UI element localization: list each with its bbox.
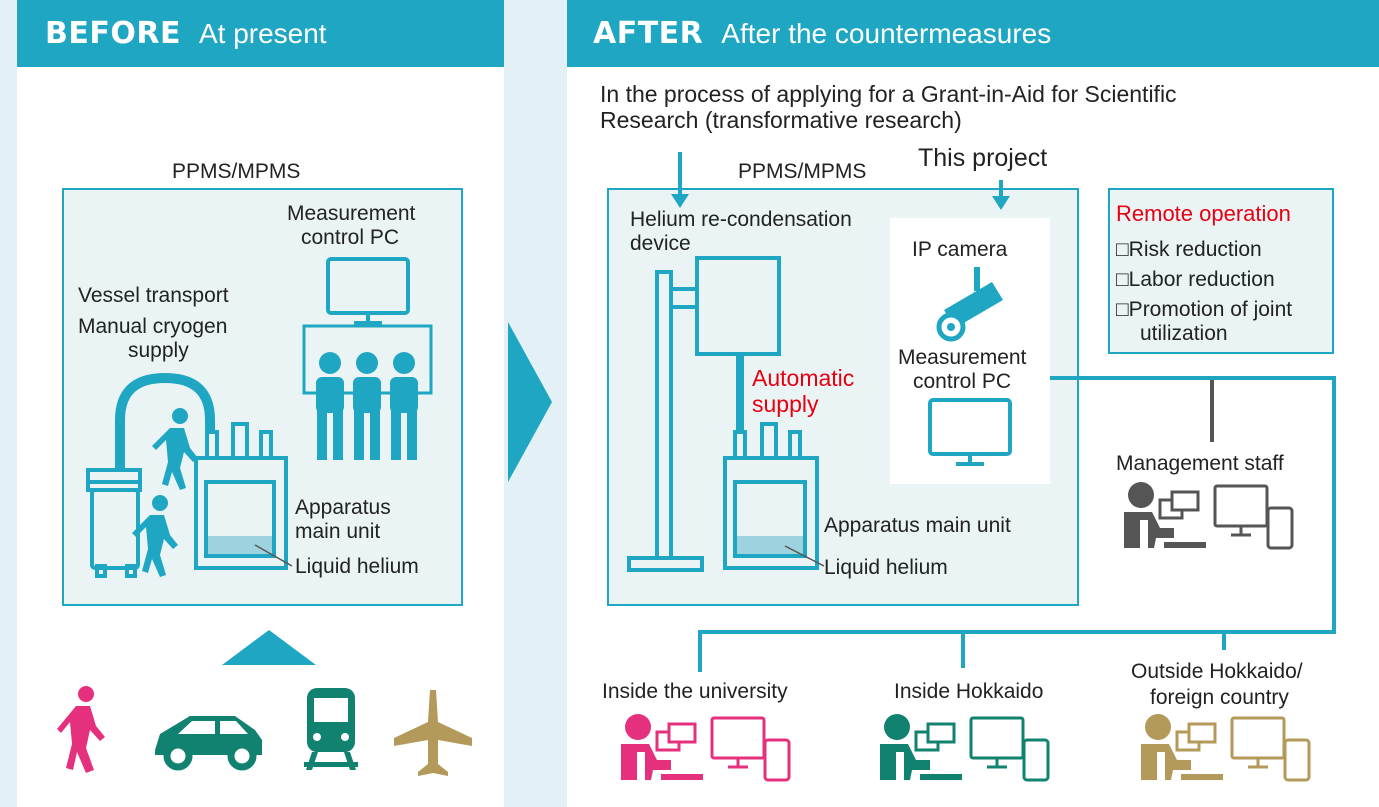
camera-pc-area xyxy=(890,218,1050,484)
remote-item-4: utilization xyxy=(1140,322,1228,345)
after-label: AFTER xyxy=(593,16,704,51)
walking-staff-icon xyxy=(132,408,198,577)
remote-operation-box xyxy=(1108,188,1334,354)
car-icon xyxy=(155,716,262,771)
cryogen-vessel-icon xyxy=(86,372,215,578)
before-helium-level xyxy=(208,536,272,554)
before-helium-label: Liquid helium xyxy=(295,555,419,578)
ip-camera-icon xyxy=(936,267,1003,342)
after-system-title: PPMS/MPMS xyxy=(738,160,867,183)
location-foreign-label-2: foreign country xyxy=(1150,686,1289,709)
recondensation-label-2: device xyxy=(630,232,691,255)
after-apparatus-icon xyxy=(723,422,819,570)
management-label: Management staff xyxy=(1116,452,1284,475)
location-university-label: Inside the university xyxy=(602,680,788,703)
management-workstation-icon xyxy=(1124,482,1294,550)
train-icon xyxy=(304,688,358,770)
transition-arrow xyxy=(508,322,552,482)
remote-item-3: □Promotion of joint xyxy=(1116,298,1293,321)
walking-person-icon xyxy=(57,686,105,773)
before-system-title: PPMS/MPMS xyxy=(172,160,301,183)
before-apparatus-icon xyxy=(194,422,288,570)
transport-label-2: Manual cryogen xyxy=(78,315,228,338)
before-label: BEFORE xyxy=(45,16,181,51)
network-lines xyxy=(698,376,1336,672)
transport-label-3: supply xyxy=(128,339,189,362)
after-pc-label-2: control PC xyxy=(913,370,1012,393)
remote-item-1: □Risk reduction xyxy=(1116,238,1262,261)
location-foreign-label-1: Outside Hokkaido/ xyxy=(1131,660,1303,683)
before-monitor-icon xyxy=(326,257,410,325)
staff-group-icon xyxy=(302,324,433,460)
grant-text-1: In the process of applying for a Grant-i… xyxy=(600,81,1177,107)
grant-arrow xyxy=(671,152,689,208)
airplane-icon xyxy=(394,690,472,776)
foreign-workstation-icon xyxy=(1141,714,1311,782)
project-arrow xyxy=(992,180,1010,210)
before-apparatus-label-2: main unit xyxy=(295,520,381,543)
after-helium-label: Liquid helium xyxy=(824,556,948,579)
university-workstation-icon xyxy=(621,714,791,782)
automatic-supply-label-2: supply xyxy=(752,391,819,417)
hokkaido-workstation-icon xyxy=(880,714,1050,782)
recondensation-label-1: Helium re-condensation xyxy=(630,208,852,231)
before-pc-label-1: Measurement xyxy=(287,202,416,225)
transport-label-1: Vessel transport xyxy=(78,284,229,307)
ip-camera-label: IP camera xyxy=(912,238,1008,261)
before-apparatus-label-1: Apparatus xyxy=(295,496,391,519)
automatic-supply-label-1: Automatic xyxy=(752,365,855,391)
grant-text-2: Research (transformative research) xyxy=(600,107,962,133)
after-monitor-icon xyxy=(928,398,1012,466)
after-banner: AFTER After the countermeasures xyxy=(567,0,1379,67)
automatic-supply-pipe xyxy=(736,354,744,430)
up-arrow-icon xyxy=(222,630,316,665)
after-pc-label-1: Measurement xyxy=(898,346,1027,369)
remote-item-2: □Labor reduction xyxy=(1116,268,1275,291)
after-subtitle: After the countermeasures xyxy=(721,17,1052,49)
location-hokkaido-label: Inside Hokkaido xyxy=(894,680,1044,703)
before-pc-label-2: control PC xyxy=(301,226,400,249)
remote-operation-title: Remote operation xyxy=(1116,201,1291,226)
project-label: This project xyxy=(918,144,1048,172)
before-banner: BEFORE At present xyxy=(17,0,504,67)
after-helium-level xyxy=(737,536,803,554)
before-subtitle: At present xyxy=(198,17,327,49)
after-apparatus-label: Apparatus main unit xyxy=(824,514,1011,537)
